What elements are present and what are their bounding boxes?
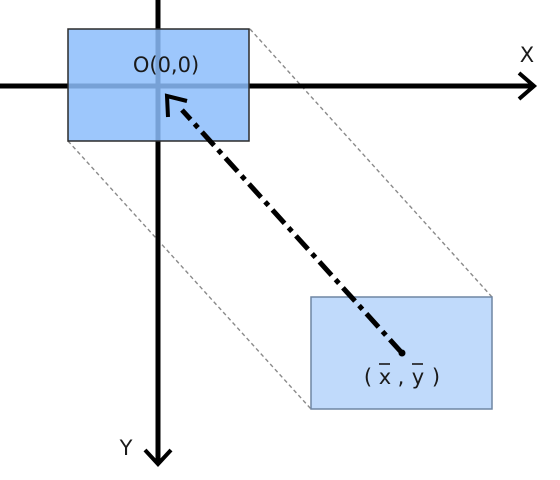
x-axis-label: X — [520, 43, 534, 67]
centroid-paren-open: ( — [364, 365, 372, 389]
centroid-y-bar: y — [412, 365, 424, 389]
x-axis-arrowhead — [517, 71, 538, 101]
y-axis-arrowhead — [143, 448, 173, 467]
connector-bottom-left — [67, 140, 312, 410]
centroid-x-bar: x — [379, 365, 391, 389]
translation-arrowhead — [164, 93, 188, 118]
centroid-point — [398, 349, 406, 357]
centroid-comma: , — [398, 365, 405, 389]
translation-arrow — [180, 108, 404, 355]
origin-label: O(0,0) — [133, 53, 199, 77]
centroid-paren-close: ) — [432, 365, 440, 389]
y-axis-label: Y — [119, 436, 133, 460]
origin-box — [67, 28, 250, 142]
connector-top-left — [249, 28, 493, 298]
